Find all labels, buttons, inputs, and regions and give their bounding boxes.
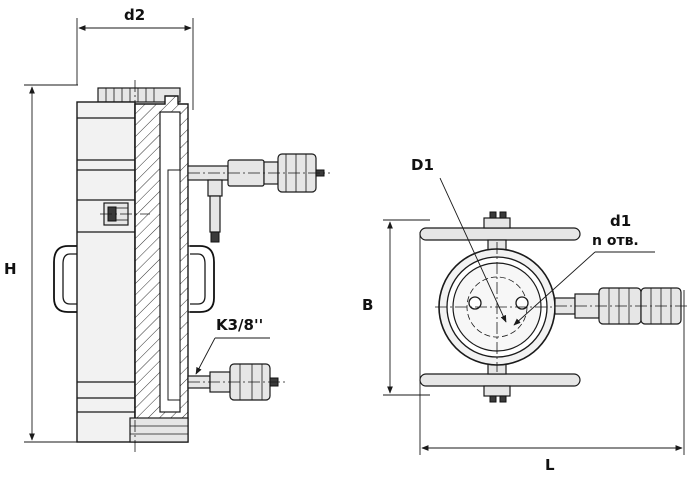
side-section-view <box>24 18 330 455</box>
label-thread: K3/8'' <box>216 316 264 334</box>
lower-coupler <box>187 363 286 401</box>
dimension-d2 <box>76 18 194 110</box>
label-l: L <box>545 456 555 474</box>
right-coupler <box>554 287 690 325</box>
upper-coupler <box>187 153 330 243</box>
label-h: H <box>4 260 17 278</box>
label-b: B <box>362 296 374 314</box>
top-view <box>383 177 690 455</box>
cylinder-body <box>76 101 136 443</box>
bottom-handle-bar <box>419 373 581 387</box>
label-D1: D1 <box>411 156 434 174</box>
label-d2: d2 <box>124 6 146 24</box>
mounting-hole-1 <box>468 296 482 310</box>
top-handle-bar <box>419 227 581 241</box>
dimension-h <box>24 84 78 443</box>
label-n-holes: n отв. <box>592 233 639 249</box>
dimension-l <box>419 232 685 455</box>
carry-handle <box>53 245 77 313</box>
dimension-b <box>383 219 430 396</box>
mounting-hole-2 <box>515 296 529 310</box>
label-d1: d1 <box>610 212 632 230</box>
ram-head <box>97 87 181 103</box>
